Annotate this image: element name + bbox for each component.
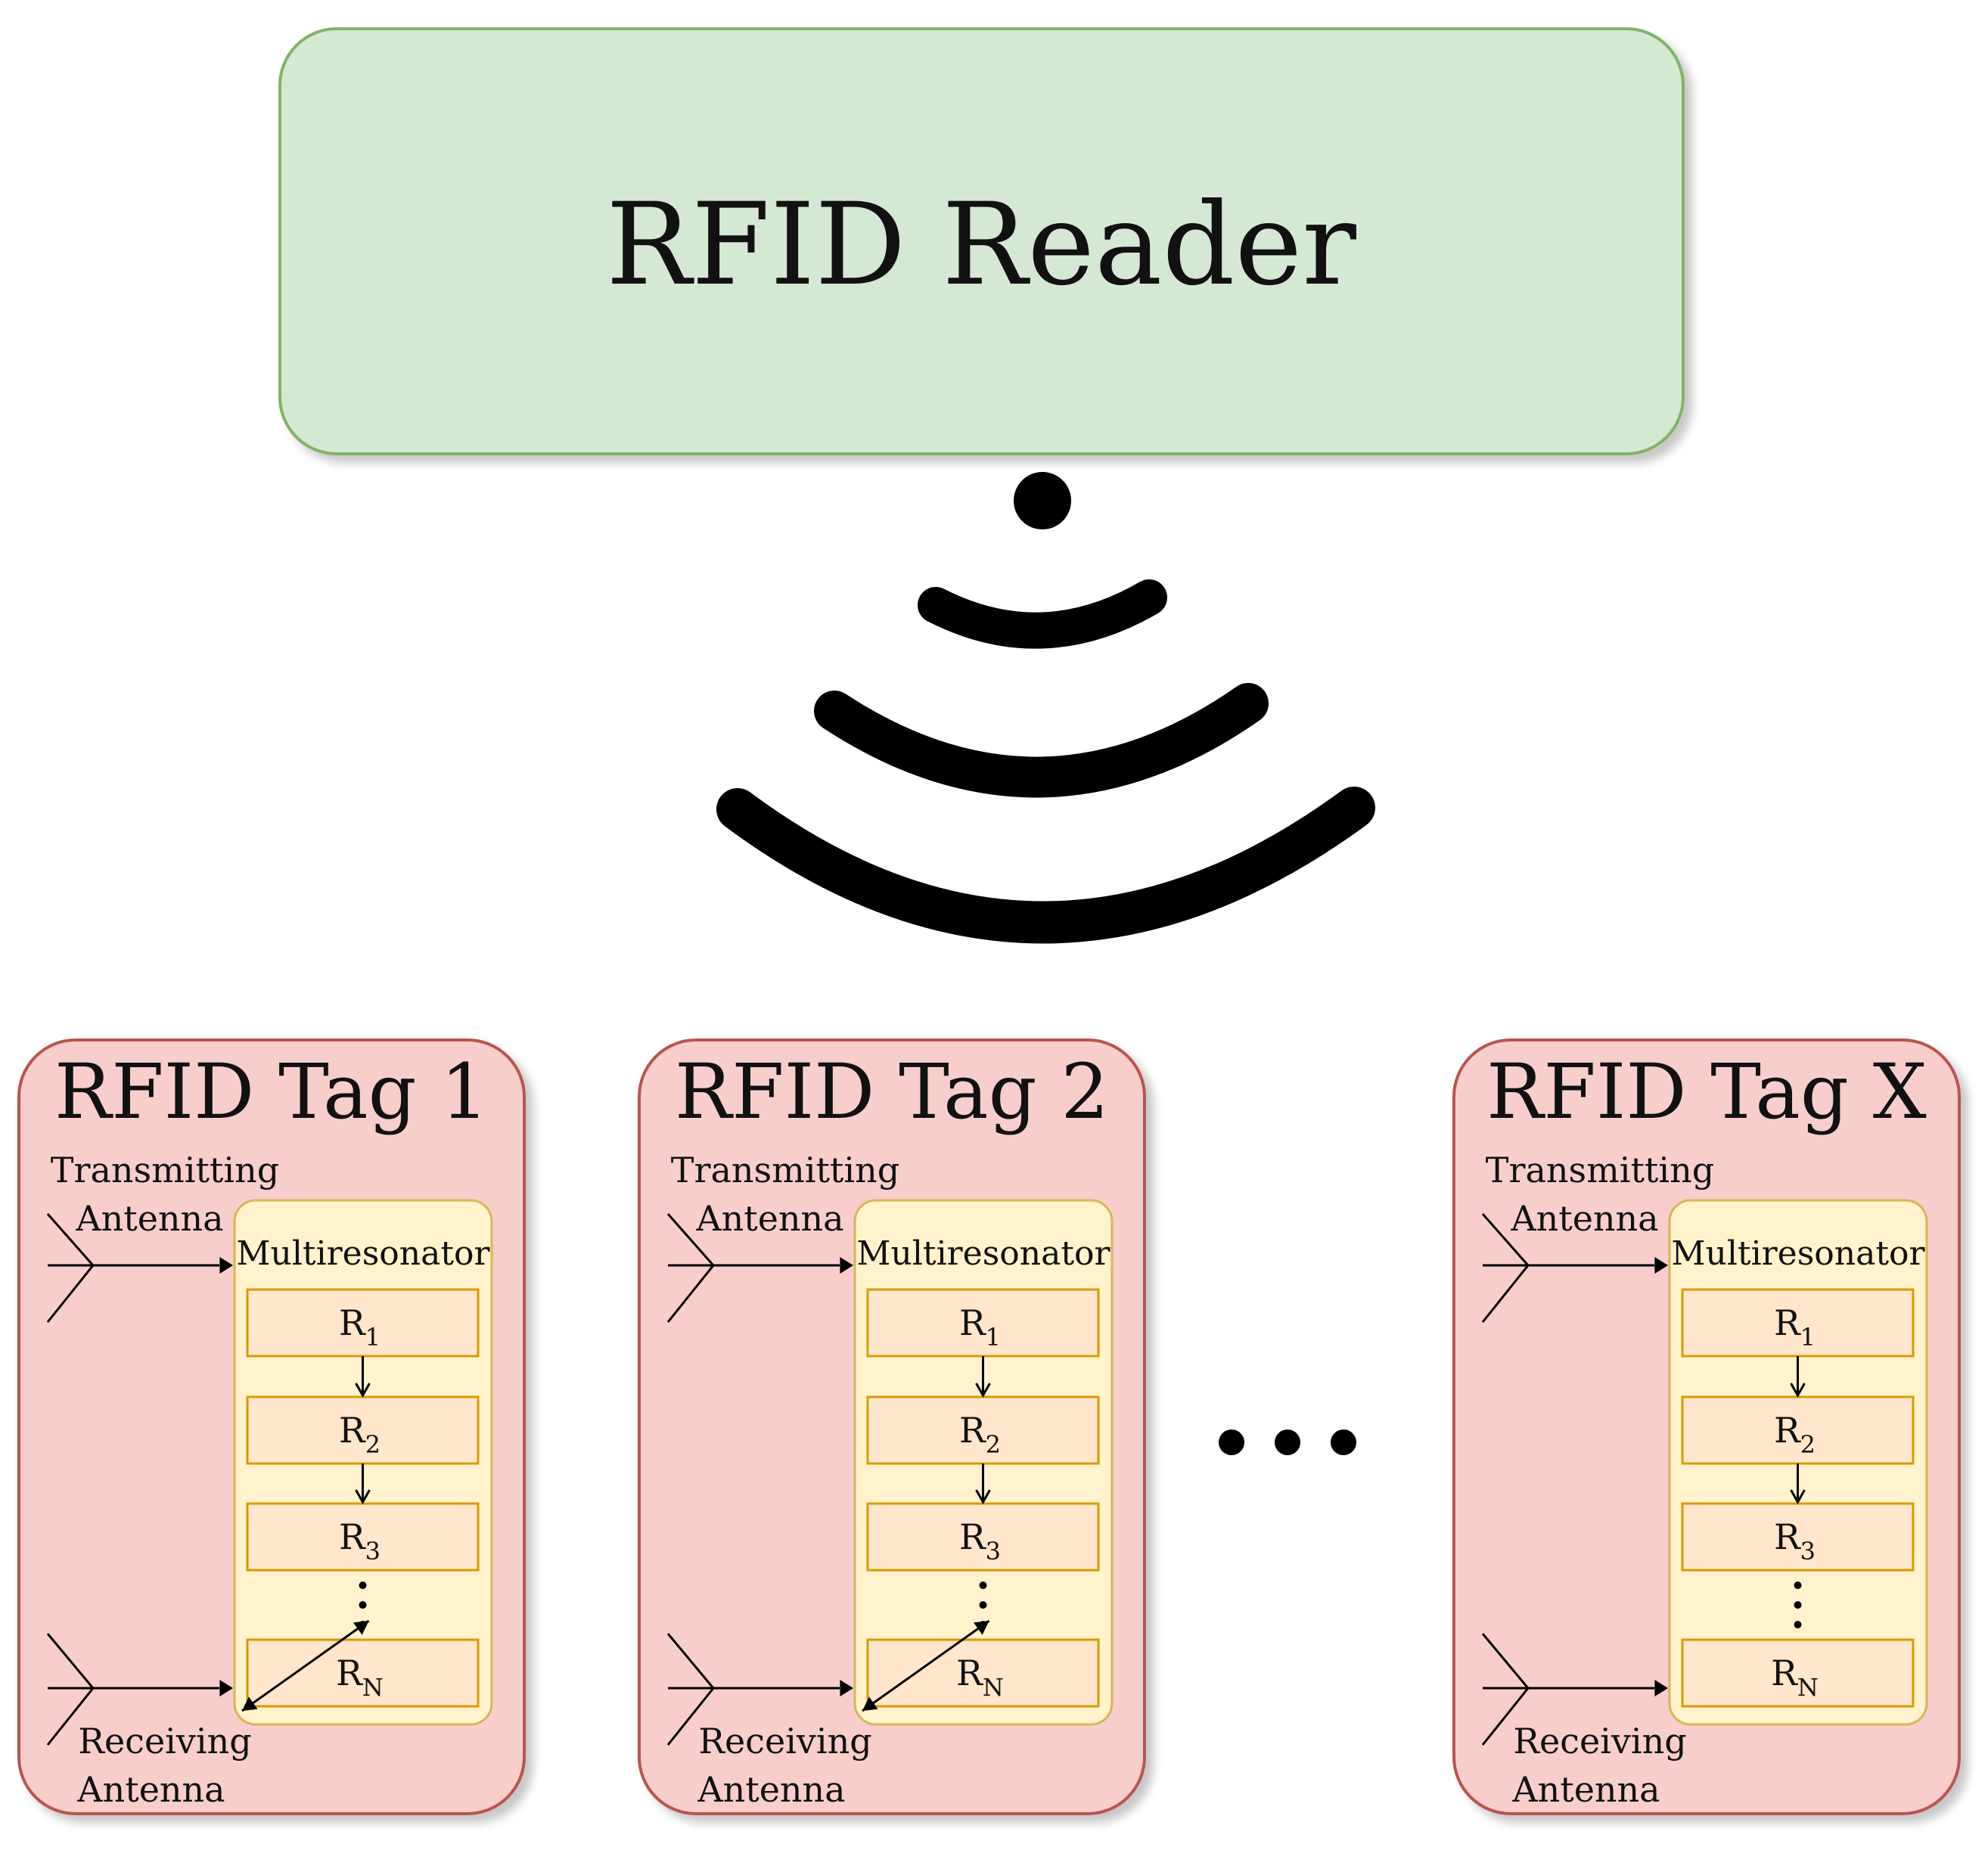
wireless-signal-icon: [716, 472, 1375, 944]
transmitting-antenna-icon: [46, 1213, 233, 1323]
rx-antenna-label: Antenna: [76, 1769, 225, 1810]
rfid-tag-1: RFID Tag 1TransmittingAntennaMultiresona…: [17, 1038, 526, 1815]
signal-arc-large: [716, 787, 1375, 944]
signal-arc-small: [918, 579, 1167, 649]
resonator-box: [246, 1502, 480, 1572]
output-arrow: [862, 1619, 990, 1712]
multiresonator-label: Multiresonator: [1671, 1234, 1925, 1273]
tag-title: RFID Tag 1: [54, 1048, 489, 1136]
arrow-head-open: [975, 1489, 991, 1505]
resonator-box: [866, 1288, 1100, 1358]
arrow-head: [219, 1257, 233, 1274]
resonator-box: [866, 1638, 1100, 1708]
transmitting-antenna-icon: [1481, 1213, 1668, 1323]
vertical-ellipsis-dot: [979, 1601, 987, 1609]
resonator-2: R2: [866, 1395, 1100, 1465]
resonator-3: R3: [1681, 1502, 1915, 1572]
output-arrow: [241, 1619, 370, 1712]
vertical-ellipsis-dot: [1794, 1601, 1802, 1609]
vertical-ellipsis-dot: [359, 1582, 367, 1589]
arrow-head: [974, 1621, 989, 1635]
rx-antenna-label: Receiving: [78, 1721, 251, 1762]
resonator-1: R1: [866, 1288, 1100, 1358]
multiresonator-label: Multiresonator: [856, 1234, 1110, 1273]
resonator-2: R2: [1681, 1395, 1915, 1465]
arrow-head: [353, 1621, 369, 1635]
tx-antenna-label: Antenna: [695, 1198, 843, 1239]
arrow-head: [862, 1696, 878, 1711]
arrow-head: [840, 1680, 853, 1696]
resonator-1: R1: [246, 1288, 480, 1358]
tx-antenna-label: Transmitting: [51, 1150, 279, 1190]
signal-dot: [1014, 472, 1071, 529]
arrow-head-open: [1790, 1383, 1806, 1398]
tx-antenna-label: Transmitting: [671, 1150, 899, 1190]
vertical-ellipsis-dot: [979, 1582, 987, 1589]
output-arrow-line: [862, 1619, 990, 1712]
arrow-head: [840, 1257, 853, 1274]
tx-antenna-label: Antenna: [1510, 1198, 1658, 1239]
resonator-box: [1681, 1638, 1915, 1708]
arrow-head: [242, 1696, 258, 1711]
vertical-ellipsis-dot: [1794, 1621, 1802, 1628]
arrow-head-open: [355, 1383, 371, 1398]
ellipsis-dot: [1219, 1429, 1244, 1455]
arrow-head-open: [975, 1383, 991, 1398]
signal-arc-medium: [814, 683, 1269, 798]
tx-antenna-label: Transmitting: [1486, 1150, 1714, 1190]
horizontal-ellipsis-icon: [1219, 1429, 1356, 1455]
resonator-3: R3: [866, 1502, 1100, 1572]
arrow-head: [1654, 1680, 1668, 1696]
rfid-reader-title: RFID Reader: [606, 179, 1356, 311]
tag-title: RFID Tag 2: [675, 1048, 1109, 1136]
rx-antenna-label: Antenna: [1511, 1769, 1660, 1810]
resonator-n: RN: [866, 1638, 1100, 1708]
resonator-3: R3: [246, 1502, 480, 1572]
rx-antenna-label: Receiving: [1513, 1721, 1686, 1762]
ellipsis-dot: [1275, 1429, 1300, 1455]
rfid-reader-rect: [278, 27, 1685, 455]
tag-title: RFID Tag X: [1486, 1048, 1927, 1136]
arrow-head-open: [355, 1489, 371, 1505]
arrow-head: [219, 1680, 233, 1696]
ellipsis-dot: [1331, 1429, 1356, 1455]
rfid-reader-box: RFID Reader: [278, 27, 1685, 455]
multiresonator-label: Multiresonator: [236, 1234, 490, 1273]
rfid-tag-2: RFID Tag 2TransmittingAntennaMultiresona…: [638, 1038, 1146, 1815]
output-arrow-line: [241, 1619, 370, 1712]
rx-antenna-label: Antenna: [697, 1769, 845, 1810]
vertical-ellipsis-dot: [359, 1601, 367, 1609]
rfid-tag-3: RFID Tag XTransmittingAntennaMultiresona…: [1452, 1038, 1961, 1815]
resonator-n: RN: [246, 1638, 480, 1708]
resonator-1: R1: [1681, 1288, 1915, 1358]
resonator-box: [866, 1395, 1100, 1465]
receiving-antenna-icon: [1481, 1633, 1668, 1746]
transmitting-antenna-icon: [666, 1213, 853, 1323]
arrow-head: [1654, 1257, 1668, 1274]
tx-antenna-label: Antenna: [75, 1198, 223, 1239]
rfid-tags: RFID Tag 1TransmittingAntennaMultiresona…: [17, 1038, 1961, 1815]
arrow-head-open: [1790, 1489, 1806, 1505]
resonator-box: [246, 1638, 480, 1708]
receiving-antenna-icon: [46, 1633, 233, 1746]
receiving-antenna-icon: [666, 1633, 853, 1746]
resonator-2: R2: [246, 1395, 480, 1465]
resonator-n: RN: [1681, 1638, 1915, 1708]
rx-antenna-label: Receiving: [698, 1721, 871, 1762]
vertical-ellipsis-dot: [1794, 1582, 1802, 1589]
resonator-box: [1681, 1502, 1915, 1572]
resonator-box: [246, 1288, 480, 1358]
